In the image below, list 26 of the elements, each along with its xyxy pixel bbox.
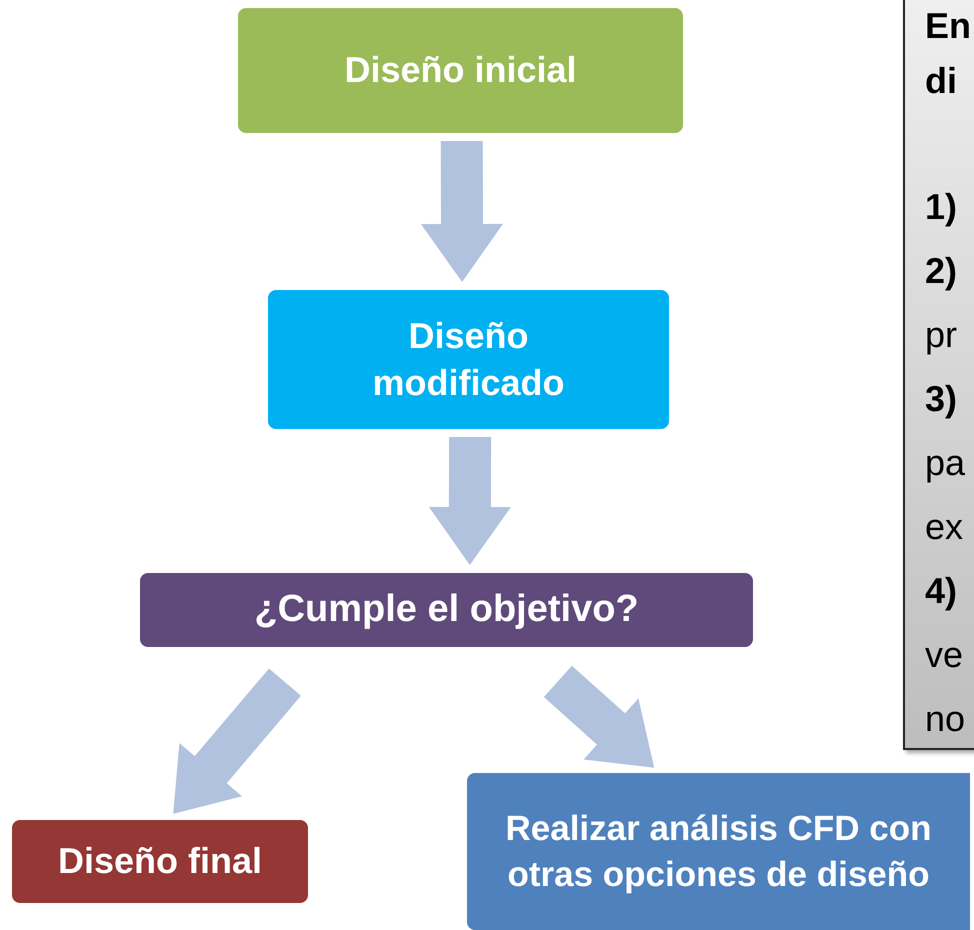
note-text: pr xyxy=(925,313,958,357)
node-label: Diseño final xyxy=(58,839,262,884)
note-text: no xyxy=(925,697,966,741)
note-text: ex xyxy=(925,505,964,549)
note-text: ve xyxy=(925,633,964,677)
block-arrow xyxy=(173,668,301,814)
node-label: ¿Cumple el objetivo? xyxy=(254,587,639,632)
block-arrow xyxy=(421,141,503,282)
note-box xyxy=(903,0,974,750)
note-text: En xyxy=(925,4,972,48)
process-box xyxy=(12,820,308,903)
process-box xyxy=(467,773,970,930)
process-box xyxy=(238,8,683,133)
process-box xyxy=(268,290,669,429)
node-label: Diseño modificado xyxy=(371,314,566,404)
note-text: 4) xyxy=(925,569,958,613)
note-text: 2) xyxy=(925,249,958,293)
node-label: Diseño inicial xyxy=(344,48,577,92)
block-arrow xyxy=(428,437,511,565)
note-text: pa xyxy=(925,441,966,485)
node-label: Realizar análisis CFD con otras opciones de diseño xyxy=(504,808,932,896)
block-arrow xyxy=(544,666,654,768)
decision-box xyxy=(140,573,753,647)
note-text: 3) xyxy=(925,377,958,421)
note-text: 1) xyxy=(925,185,958,229)
note-text: di xyxy=(925,59,957,103)
